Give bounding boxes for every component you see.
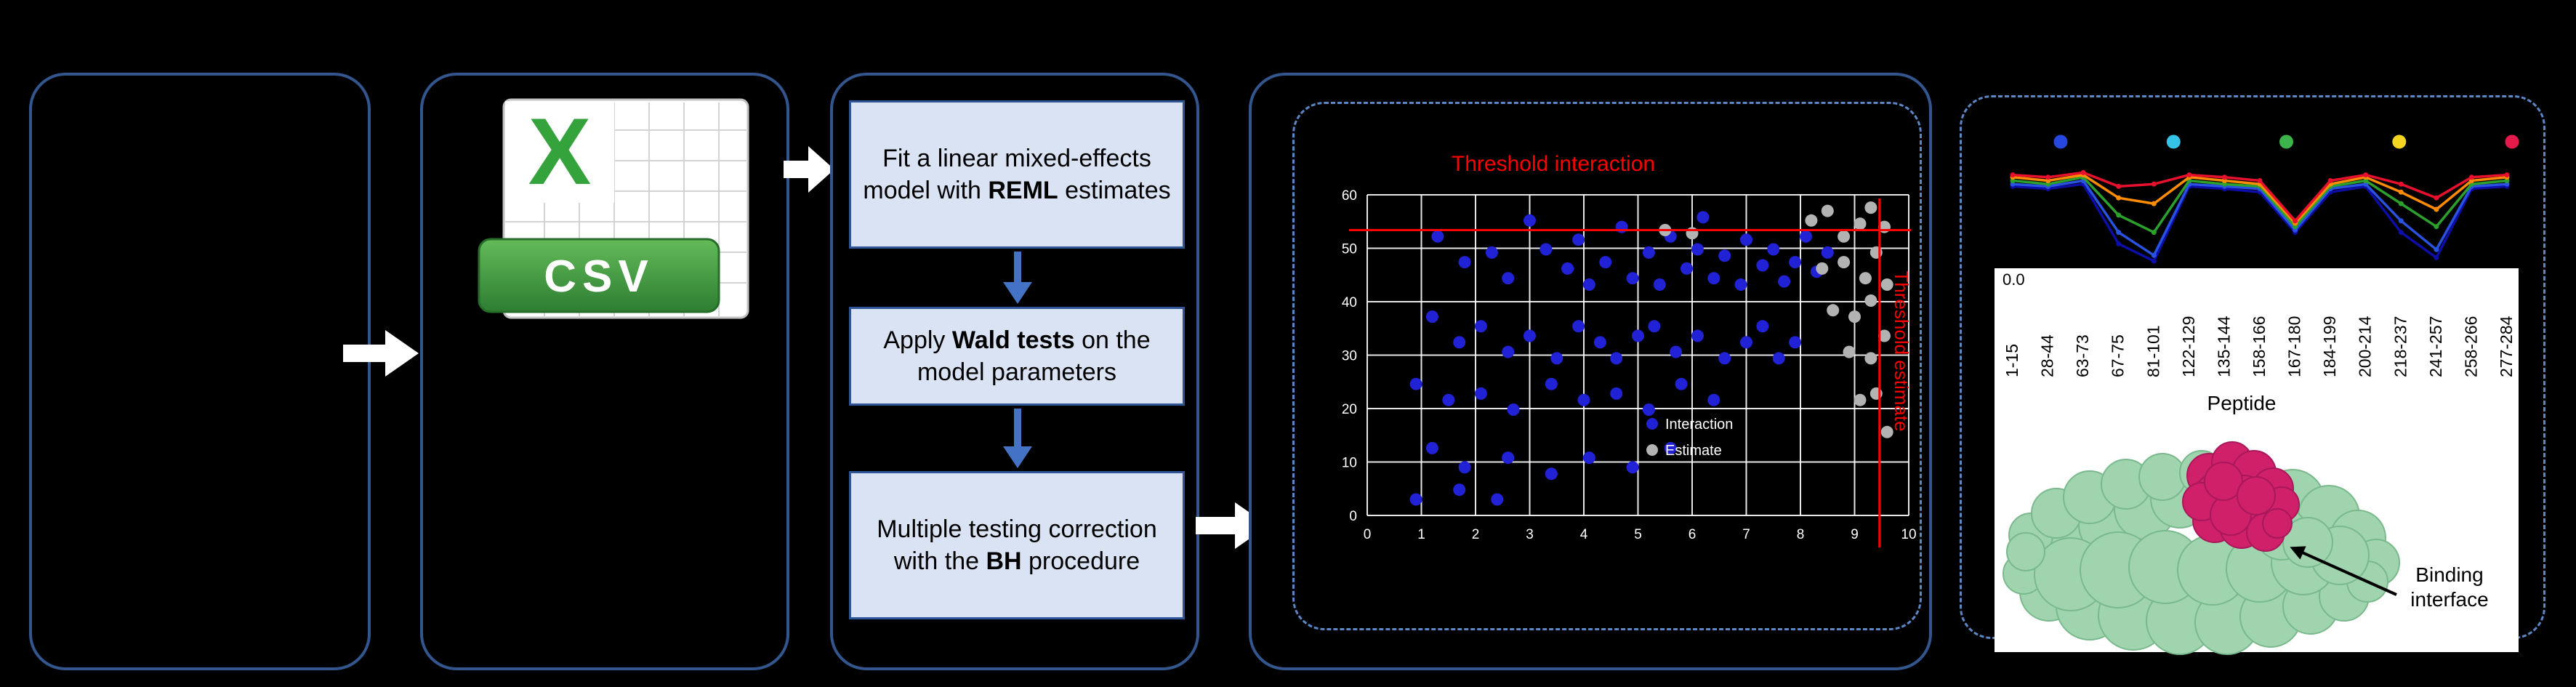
timepoint-legend-dots [2053,134,2519,149]
svg-text:1: 1 [1417,527,1425,542]
protein-structure [2003,441,2400,655]
step-bh-text: Multiple testing correction with the BH … [877,515,1157,575]
step-wald: Apply Wald tests on the model parameters [849,307,1185,406]
flow-box-output: 0.0 1-15 28-44 63-73 67-75 81-101 122-129 135-… [1960,95,2545,655]
svg-text:258-266: 258-266 [2461,316,2480,377]
svg-text:10: 10 [1901,527,1916,542]
svg-text:81-101: 81-101 [2144,325,2162,377]
threshold-estimate-label: Threshold estimate [1891,270,1912,431]
csv-banner-label: CSV [544,252,653,302]
flow-box-scatter: 0 1 2 3 4 5 6 7 8 9 10 60 50 40 30 20 10 0 Threshold int… [1249,73,1932,670]
scatter-y-tick-labels: 60 50 40 30 20 10 0 [1342,188,1357,524]
svg-text:122-129: 122-129 [2179,316,2198,377]
flow-box-1 [29,73,371,670]
svg-text:184-199: 184-199 [2320,316,2339,377]
scatter-grid [1367,194,1909,516]
step-reml-text: Fit a linear mixed-effects model with RE… [863,144,1171,204]
svg-text:63-73: 63-73 [2073,334,2092,377]
svg-text:218-237: 218-237 [2391,316,2410,377]
svg-text:4: 4 [1580,527,1588,542]
down-arrow-icon-1 [1003,252,1032,304]
svg-text:9: 9 [1851,527,1859,542]
scatter-points [1409,201,1893,506]
svg-text:28-44: 28-44 [2038,334,2057,377]
x-letter-backdrop [505,101,614,203]
right-arrow-icon-1 [343,330,419,377]
binding-interface-label-1: Binding [2415,563,2483,586]
svg-text:40: 40 [1342,295,1357,310]
svg-text:8: 8 [1797,527,1805,542]
svg-text:10: 10 [1342,456,1357,471]
svg-text:241-257: 241-257 [2426,316,2445,377]
svg-text:67-75: 67-75 [2109,334,2128,377]
excel-x-letter: X [528,98,592,204]
svg-text:50: 50 [1342,242,1357,257]
svg-text:167-180: 167-180 [2285,316,2304,377]
svg-text:Estimate: Estimate [1665,443,1722,459]
hdx-output-panel: 0.0 1-15 28-44 63-73 67-75 81-101 122-129 135-… [1995,134,2519,655]
csv-file-icon: X CSV [478,98,749,319]
svg-text:7: 7 [1742,527,1750,542]
step-wald-text: Apply Wald tests on the model parameters [883,326,1151,386]
svg-text:1-15: 1-15 [2003,344,2021,377]
svg-text:0: 0 [1364,527,1372,542]
binding-interface-label-2: interface [2410,588,2488,611]
svg-text:200-214: 200-214 [2356,316,2375,377]
svg-text:277-284: 277-284 [2497,316,2516,377]
y-axis-tick-zero: 0.0 [2003,270,2025,289]
svg-text:3: 3 [1526,527,1534,542]
svg-text:2: 2 [1472,527,1480,542]
svg-text:30: 30 [1342,349,1357,364]
svg-text:135-144: 135-144 [2214,316,2233,377]
svg-text:6: 6 [1689,527,1696,542]
svg-text:5: 5 [1634,527,1642,542]
down-arrow-icon-2 [1003,409,1032,468]
svg-text:Interaction: Interaction [1665,417,1733,433]
threshold-interaction-label: Threshold interaction [1452,152,1655,176]
flow-box-csv: X CSV [420,73,789,670]
global-scatter-plot: 0 1 2 3 4 5 6 7 8 9 10 60 50 40 30 20 10 0 Threshold int… [1342,152,1917,547]
flow-box-stats: Fit a linear mixed-effects model with RE… [830,73,1199,670]
scatter-dashed-frame: 0 1 2 3 4 5 6 7 8 9 10 60 50 40 30 20 10 0 Threshold int… [1292,102,1922,630]
hdx-series-lines [2010,169,2510,264]
csv-banner [478,238,720,313]
right-arrow-icon-2 [784,146,834,193]
x-axis-title: Peptide [2207,392,2277,414]
svg-text:60: 60 [1342,188,1357,204]
scatter-x-tick-labels: 0 1 2 3 4 5 6 7 8 9 10 [1364,527,1917,542]
svg-text:0: 0 [1349,509,1357,524]
step-reml: Fit a linear mixed-effects model with RE… [849,100,1185,249]
svg-text:20: 20 [1342,402,1357,417]
svg-text:158-166: 158-166 [2250,316,2269,377]
binding-interface-arrow [2290,546,2397,596]
peptide-tick-labels: 1-15 28-44 63-73 67-75 81-101 122-129 135-144 1… [2003,316,2516,377]
step-bh: Multiple testing correction with the BH … [849,471,1185,619]
